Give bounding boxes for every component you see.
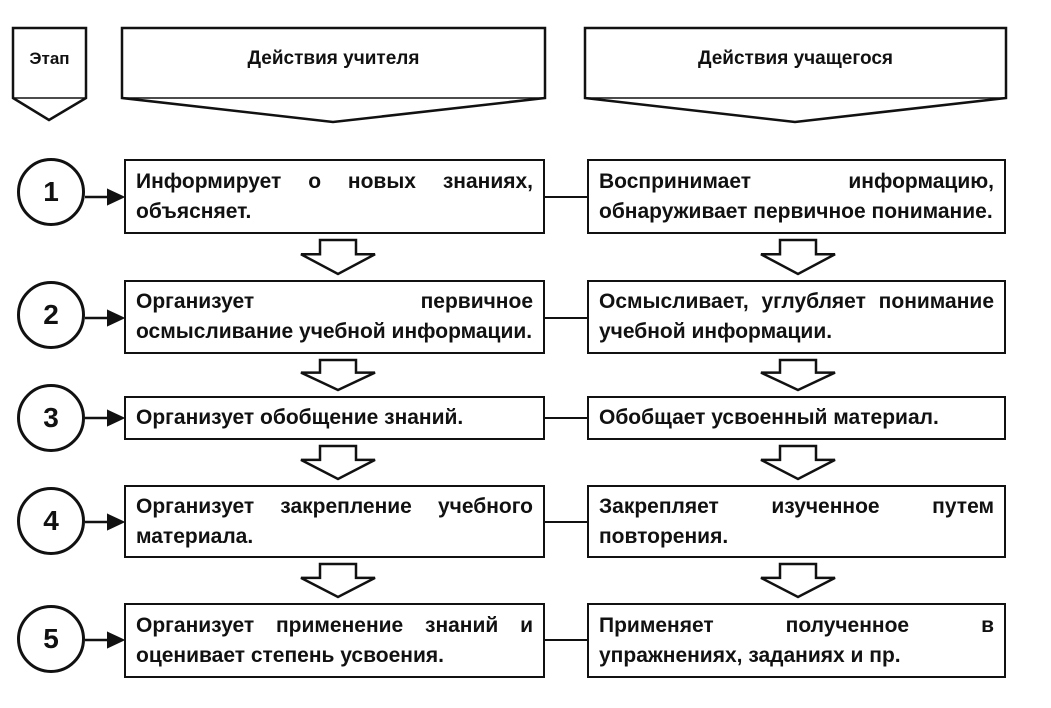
student-action-4-text: Закрепляет изученное путем повторения.	[599, 494, 994, 548]
student-action-4: Закрепляет изученное путем повторения.	[587, 485, 1006, 558]
teacher-action-4-text: Организует закрепление учебного материал…	[136, 494, 533, 548]
stage-arrowhead-1	[107, 188, 126, 206]
stage-arrowhead-5	[107, 631, 126, 649]
student-action-1: Воспринимает информацию, обнаруживает пе…	[587, 159, 1006, 234]
teacher-header: Действия учителя	[247, 48, 420, 69]
student-action-2: Осмысливает, углубляет понимание учебной…	[587, 280, 1006, 354]
student-action-5: Применяет полученное в упражнениях, зада…	[587, 603, 1006, 678]
teacher-action-1: Информирует о новых знаниях, объясняет.	[124, 159, 545, 234]
teacher-action-3: Организует обобщение знаний.	[124, 396, 545, 440]
teacher-action-2: Организует первичное осмысливание учебно…	[124, 280, 545, 354]
student-down-arrow-4	[760, 562, 836, 599]
student-action-3: Обобщает усвоенный материал.	[587, 396, 1006, 440]
teacher-action-3-text: Организует обобщение знаний.	[136, 406, 464, 429]
student-action-3-text: Обобщает усвоенный материал.	[599, 406, 939, 429]
stage-number-2: 2	[17, 281, 85, 349]
teacher-down-arrow-1	[300, 238, 376, 276]
stage-number-4: 4	[17, 487, 85, 555]
stage-arrowhead-3	[107, 409, 126, 427]
teacher-action-1-text: Информирует о новых знаниях, объясняет.	[136, 169, 533, 223]
stage-number-1: 1	[17, 158, 85, 226]
student-header: Действия учащегося	[697, 48, 894, 69]
stage-arrowhead-4	[107, 513, 126, 531]
teacher-action-5: Организует применение знаний и оценивает…	[124, 603, 545, 678]
teacher-down-arrow-2	[300, 358, 376, 392]
student-action-5-text: Применяет полученное в упражнениях, зада…	[599, 613, 994, 667]
teacher-action-5-text: Организует применение знаний и оценивает…	[136, 613, 533, 667]
student-action-1-text: Воспринимает информацию, обнаруживает пе…	[599, 169, 994, 223]
teacher-down-arrow-4	[300, 562, 376, 599]
student-down-arrow-2	[760, 358, 836, 392]
teacher-action-2-text: Организует первичное осмысливание учебно…	[136, 290, 533, 343]
teacher-down-arrow-3	[300, 444, 376, 481]
stage-header: Этап	[29, 49, 70, 68]
student-down-arrow-1	[760, 238, 836, 276]
stage-number-5: 5	[17, 605, 85, 673]
student-action-2-text: Осмысливает, углубляет понимание учебной…	[599, 290, 994, 343]
student-down-arrow-3	[760, 444, 836, 481]
stage-header-shape	[11, 26, 88, 122]
stage-arrowhead-2	[107, 309, 126, 327]
teacher-action-4: Организует закрепление учебного материал…	[124, 485, 545, 558]
stage-number-3: 3	[17, 384, 85, 452]
